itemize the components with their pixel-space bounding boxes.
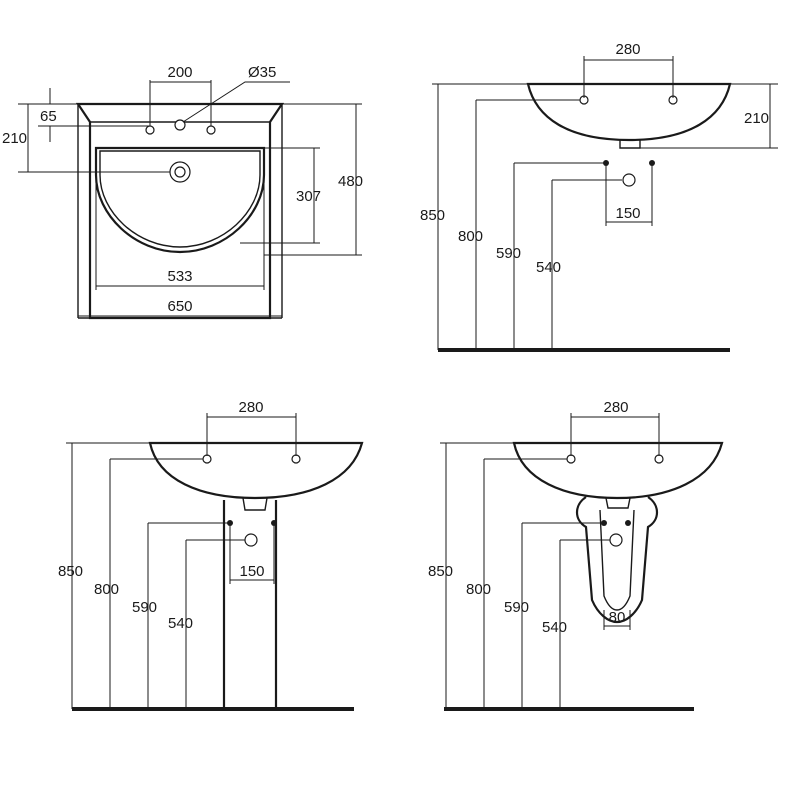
dim-540-a-lines — [551, 179, 622, 350]
dim-590-a-label: 590 — [496, 245, 521, 262]
dim-210-plan-label: 210 — [2, 130, 27, 147]
dim-800-a-lines — [475, 99, 580, 350]
top-view-rim — [77, 104, 283, 319]
semi-pedestal-view-trap — [609, 533, 623, 547]
dim-150-a-label: 150 — [615, 205, 640, 222]
dim-850-b-lines — [66, 442, 150, 709]
semi-pedestal-view-tap-hole-left — [566, 454, 576, 464]
dim-80-lines — [603, 610, 631, 630]
dim-850-a-lines — [432, 83, 528, 350]
dim-533-label: 533 — [167, 268, 192, 285]
semi-pedestal-view-shroud — [575, 496, 659, 624]
semi-pedestal-view: 280 850 800 590 540 80 — [428, 399, 724, 711]
dim-280-a-label: 280 — [615, 41, 640, 58]
side-view-trap — [622, 173, 636, 187]
top-view-tap-hole-right — [206, 125, 216, 135]
dim-200-label: 200 — [167, 64, 192, 81]
dim-80-label: 80 — [609, 609, 626, 626]
top-view-tap-hole-center — [174, 119, 186, 131]
dim-210-side-label: 210 — [744, 110, 769, 127]
dim-800-a-label: 800 — [458, 228, 483, 245]
top-view-bowl-inner — [99, 150, 261, 248]
dim-307-lines — [240, 147, 320, 244]
dim-533-lines — [95, 175, 265, 290]
top-view-bowl-outer — [94, 146, 266, 254]
dim-210-side-lines — [640, 83, 778, 149]
dim-65-label: 65 — [40, 108, 57, 125]
dim-850-c-label: 850 — [428, 563, 453, 580]
dim-150-b-label: 150 — [239, 563, 264, 580]
semi-pedestal-view-tap-hole-right — [654, 454, 664, 464]
dim-150-b-lines — [229, 523, 275, 584]
dim-540-b-label: 540 — [168, 615, 193, 632]
side-view-outlet — [619, 140, 641, 149]
dim-540-a-label: 540 — [536, 259, 561, 276]
pedestal-view-trap — [244, 533, 258, 547]
dim-150-a-lines — [605, 163, 653, 226]
dim-35-label: Ø35 — [248, 64, 276, 81]
side-view-basin — [526, 82, 732, 142]
dim-800-b-lines — [109, 458, 203, 709]
dim-280-b-label: 280 — [238, 399, 263, 416]
dim-590-c-lines — [521, 522, 604, 709]
dim-650-label: 650 — [167, 298, 192, 315]
semi-pedestal-view-outlet — [605, 497, 631, 509]
pedestal-view-column — [222, 500, 278, 708]
top-view-tap-hole-left — [145, 125, 155, 135]
dim-540-b-lines — [185, 539, 245, 709]
dim-850-c-lines — [440, 442, 514, 709]
dim-540-c-lines — [559, 539, 610, 709]
pedestal-view-tap-hole-right — [291, 454, 301, 464]
semi-pedestal-view-shroud-inner — [599, 509, 635, 611]
dim-800-c-label: 800 — [466, 581, 491, 598]
dim-35-leader — [182, 81, 290, 123]
dim-590-c-label: 590 — [504, 599, 529, 616]
dim-480-label: 480 — [338, 173, 363, 190]
dim-800-c-lines — [483, 458, 567, 709]
pedestal-view: 280 850 800 590 540 150 — [58, 399, 364, 711]
dim-210-plan-lines — [18, 103, 170, 173]
dim-65-lines — [38, 88, 150, 142]
top-view: 200 Ø35 65 210 307 480 533 650 — [2, 64, 363, 320]
dim-307-label: 307 — [296, 188, 321, 205]
dim-480-lines — [264, 103, 362, 256]
semi-pedestal-view-waste-dot-right — [625, 520, 631, 526]
pedestal-view-basin — [148, 441, 364, 500]
dim-280-c-lines — [570, 413, 660, 456]
dim-280-a-lines — [583, 56, 674, 98]
dim-800-b-label: 800 — [94, 581, 119, 598]
dim-540-c-label: 540 — [542, 619, 567, 636]
semi-pedestal-view-waste-dot-left — [601, 520, 607, 526]
dim-200-lines — [149, 80, 212, 126]
pedestal-view-outlet — [242, 497, 268, 511]
dim-280-c-label: 280 — [603, 399, 628, 416]
semi-pedestal-view-basin — [512, 441, 724, 500]
dim-590-b-lines — [147, 522, 230, 709]
dim-280-b-lines — [206, 413, 297, 456]
dim-850-a-label: 850 — [420, 207, 445, 224]
pedestal-view-tap-hole-left — [202, 454, 212, 464]
dim-590-a-lines — [513, 162, 606, 350]
side-view: 280 210 850 800 590 540 150 — [420, 41, 778, 352]
dim-590-b-label: 590 — [132, 599, 157, 616]
top-view-waste-inner — [174, 166, 186, 178]
dim-850-b-label: 850 — [58, 563, 83, 580]
